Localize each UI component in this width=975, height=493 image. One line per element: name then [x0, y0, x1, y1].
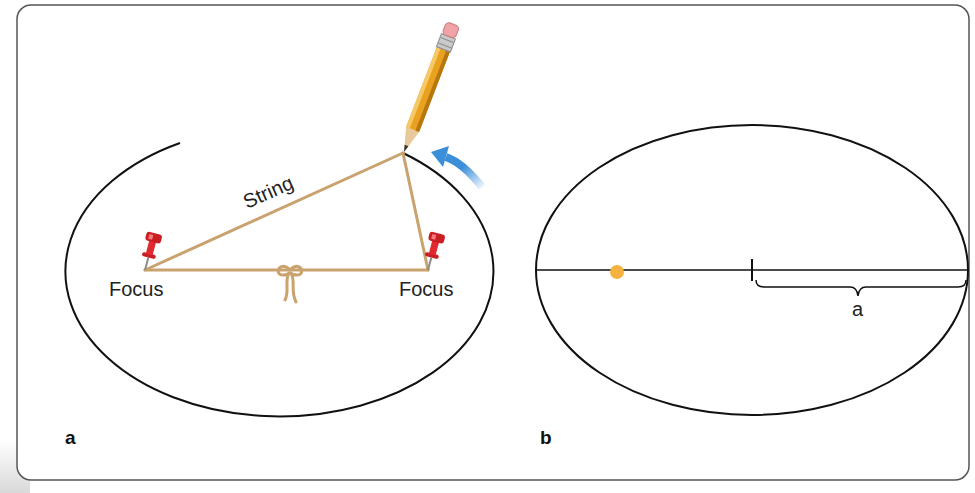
pencil-ferrule-line [438, 43, 451, 48]
push-pin [137, 231, 162, 272]
pin-head [428, 231, 446, 244]
pencil-body [406, 47, 450, 132]
string-segment [145, 153, 403, 270]
pin-head [145, 231, 163, 244]
arrow-shaft [446, 157, 482, 187]
ellipse [536, 125, 968, 415]
pencil-wood [397, 127, 419, 154]
panel-label: b [540, 428, 552, 449]
string-knot [285, 273, 296, 302]
arrow-head [431, 146, 449, 167]
string-loop [145, 153, 428, 302]
focus-label: Focus [399, 278, 453, 300]
pencil-lead [402, 145, 408, 153]
pin-highlight [431, 234, 436, 240]
semi-major-axis-label: a [852, 298, 863, 320]
pin-needle [145, 257, 148, 270]
string-segment [403, 153, 428, 270]
motion-arrow [431, 146, 482, 187]
pencil-ferrule-line [440, 37, 453, 42]
focus-label: Focus [109, 278, 163, 300]
figure-frame [17, 5, 969, 480]
pencil-shadow [415, 50, 450, 132]
ellipse-arc [65, 143, 493, 416]
pencil-eraser [442, 22, 460, 39]
center-tick [751, 259, 753, 281]
pin-needle [428, 257, 431, 270]
semi-major-bracket [756, 280, 966, 296]
focus-dot [610, 265, 624, 279]
push-pin [420, 231, 445, 272]
panel-label: a [65, 428, 76, 449]
pin-highlight [148, 234, 153, 240]
pencil [397, 21, 460, 154]
